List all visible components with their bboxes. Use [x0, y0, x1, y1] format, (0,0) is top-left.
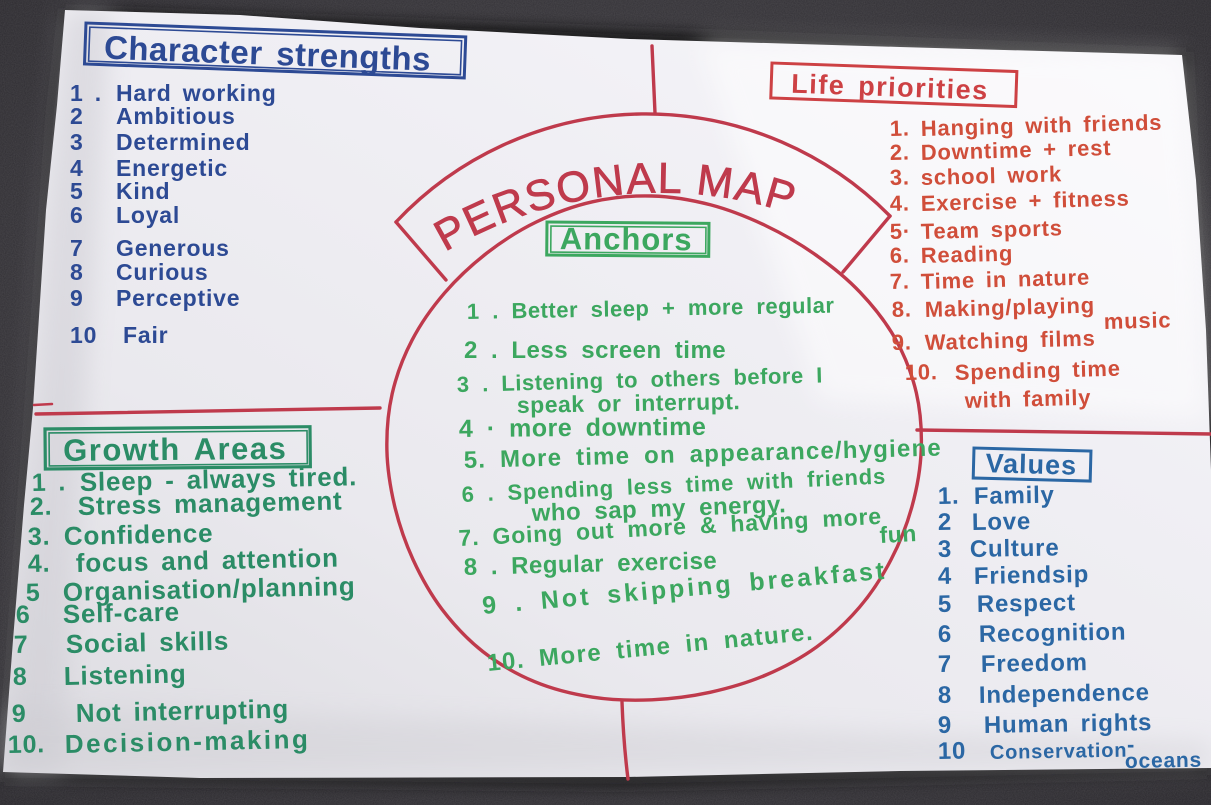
- svg-text:9: 9: [938, 712, 953, 739]
- svg-text:6: 6: [70, 202, 84, 228]
- svg-text:2.: 2.: [30, 493, 53, 521]
- svg-text:5: 5: [938, 591, 953, 618]
- svg-text:5·: 5·: [889, 218, 911, 244]
- svg-text:4: 4: [938, 563, 953, 590]
- svg-text:6: 6: [938, 621, 953, 648]
- svg-text:school work: school work: [920, 161, 1062, 190]
- svg-text:7.: 7.: [889, 268, 910, 294]
- svg-text:Exercise + fitness: Exercise + fitness: [920, 186, 1129, 216]
- svg-text:music: music: [1103, 307, 1171, 334]
- svg-text:Determined: Determined: [116, 129, 251, 155]
- svg-text:Stress management: Stress management: [77, 485, 342, 521]
- svg-text:1 .: 1 .: [32, 468, 67, 497]
- svg-text:2 . Less screen time: 2 . Less screen time: [464, 337, 726, 364]
- svg-text:3.: 3.: [28, 523, 51, 551]
- svg-text:Perceptive: Perceptive: [116, 285, 240, 311]
- svg-text:Self-care: Self-care: [62, 597, 180, 629]
- svg-text:Ambitious: Ambitious: [116, 103, 236, 129]
- svg-text:Not interrupting: Not interrupting: [75, 694, 289, 728]
- svg-text:Time in nature: Time in nature: [920, 265, 1090, 294]
- svg-text:10: 10: [70, 322, 97, 348]
- svg-text:Curious: Curious: [116, 259, 209, 285]
- svg-text:8: 8: [13, 663, 28, 691]
- svg-text:1.: 1.: [889, 115, 910, 141]
- svg-text:2: 2: [70, 103, 84, 129]
- svg-text:10.: 10.: [904, 359, 938, 385]
- svg-text:Listening: Listening: [63, 658, 186, 691]
- svg-text:3.: 3.: [889, 164, 910, 190]
- svg-text:Energetic: Energetic: [116, 155, 228, 181]
- svg-text:Freedom: Freedom: [981, 649, 1088, 678]
- svg-text:Values: Values: [985, 448, 1077, 480]
- svg-text:Life priorities: Life priorities: [791, 69, 989, 106]
- svg-text:Loyal: Loyal: [116, 202, 180, 228]
- svg-text:6: 6: [16, 601, 31, 629]
- svg-text:4.: 4.: [28, 550, 51, 578]
- svg-text:Generous: Generous: [116, 235, 230, 261]
- svg-text:8: 8: [938, 682, 953, 709]
- svg-text:Family: Family: [974, 482, 1055, 510]
- svg-text:Human rights: Human rights: [984, 709, 1153, 739]
- svg-text:Watching films: Watching films: [924, 326, 1095, 355]
- svg-text:2: 2: [938, 509, 953, 536]
- svg-text:Hard working: Hard working: [116, 80, 277, 106]
- svg-text:Fair: Fair: [123, 322, 168, 348]
- svg-text:8.: 8.: [891, 296, 912, 322]
- svg-text:Growth Areas: Growth Areas: [63, 431, 287, 468]
- svg-text:10: 10: [938, 738, 967, 765]
- svg-text:fun: fun: [879, 520, 918, 548]
- svg-text:Conservation: Conservation: [990, 740, 1128, 764]
- svg-text:10.: 10.: [8, 730, 46, 759]
- svg-text:Reading: Reading: [920, 241, 1013, 268]
- svg-text:7: 7: [14, 631, 29, 659]
- svg-text:8 . Regular exercise: 8 . Regular exercise: [463, 547, 717, 581]
- svg-text:5: 5: [26, 579, 41, 607]
- svg-text:1 .: 1 .: [70, 80, 102, 106]
- svg-text:Independence: Independence: [979, 679, 1150, 709]
- svg-text:4 · more downtime: 4 · more downtime: [459, 413, 707, 443]
- svg-text:Downtime + rest: Downtime + rest: [920, 135, 1111, 165]
- svg-text:7: 7: [70, 235, 84, 261]
- svg-text:focus and attention: focus and attention: [75, 542, 339, 578]
- svg-text:4: 4: [70, 155, 84, 181]
- svg-text:Organisation/planning: Organisation/planning: [62, 571, 355, 607]
- svg-text:Kind: Kind: [116, 178, 170, 204]
- svg-text:Recognition: Recognition: [979, 618, 1127, 648]
- svg-text:1.: 1.: [938, 483, 960, 510]
- svg-text:5: 5: [70, 178, 84, 204]
- svg-text:Making/playing: Making/playing: [924, 293, 1095, 322]
- svg-text:6.: 6.: [889, 242, 910, 268]
- svg-text:2.: 2.: [889, 139, 910, 165]
- svg-text:8: 8: [70, 259, 84, 285]
- svg-text:Spending time: Spending time: [954, 356, 1121, 385]
- svg-text:Friendsip: Friendsip: [974, 561, 1090, 590]
- svg-text:speak or interrupt.: speak or interrupt.: [517, 388, 741, 418]
- svg-text:Culture: Culture: [970, 534, 1060, 563]
- svg-text:7: 7: [938, 651, 953, 678]
- svg-text:Respect: Respect: [977, 589, 1076, 618]
- svg-text:9: 9: [12, 700, 27, 728]
- svg-text:Team sports: Team sports: [920, 215, 1063, 244]
- svg-text:-: -: [1127, 732, 1135, 757]
- svg-text:Anchors: Anchors: [560, 221, 693, 257]
- svg-text:Decision-making: Decision-making: [64, 724, 310, 759]
- svg-text:Social skills: Social skills: [65, 626, 229, 659]
- svg-text:Confidence: Confidence: [63, 518, 213, 551]
- svg-text:9.: 9.: [891, 329, 912, 355]
- svg-text:oceans: oceans: [1125, 749, 1203, 773]
- svg-text:with family: with family: [963, 385, 1091, 413]
- svg-text:4.: 4.: [889, 190, 910, 216]
- svg-text:9: 9: [70, 285, 84, 311]
- svg-text:3: 3: [938, 536, 953, 563]
- svg-text:Love: Love: [972, 508, 1032, 536]
- svg-text:Sleep - always tired.: Sleep - always tired.: [79, 461, 357, 497]
- svg-text:3: 3: [70, 129, 84, 155]
